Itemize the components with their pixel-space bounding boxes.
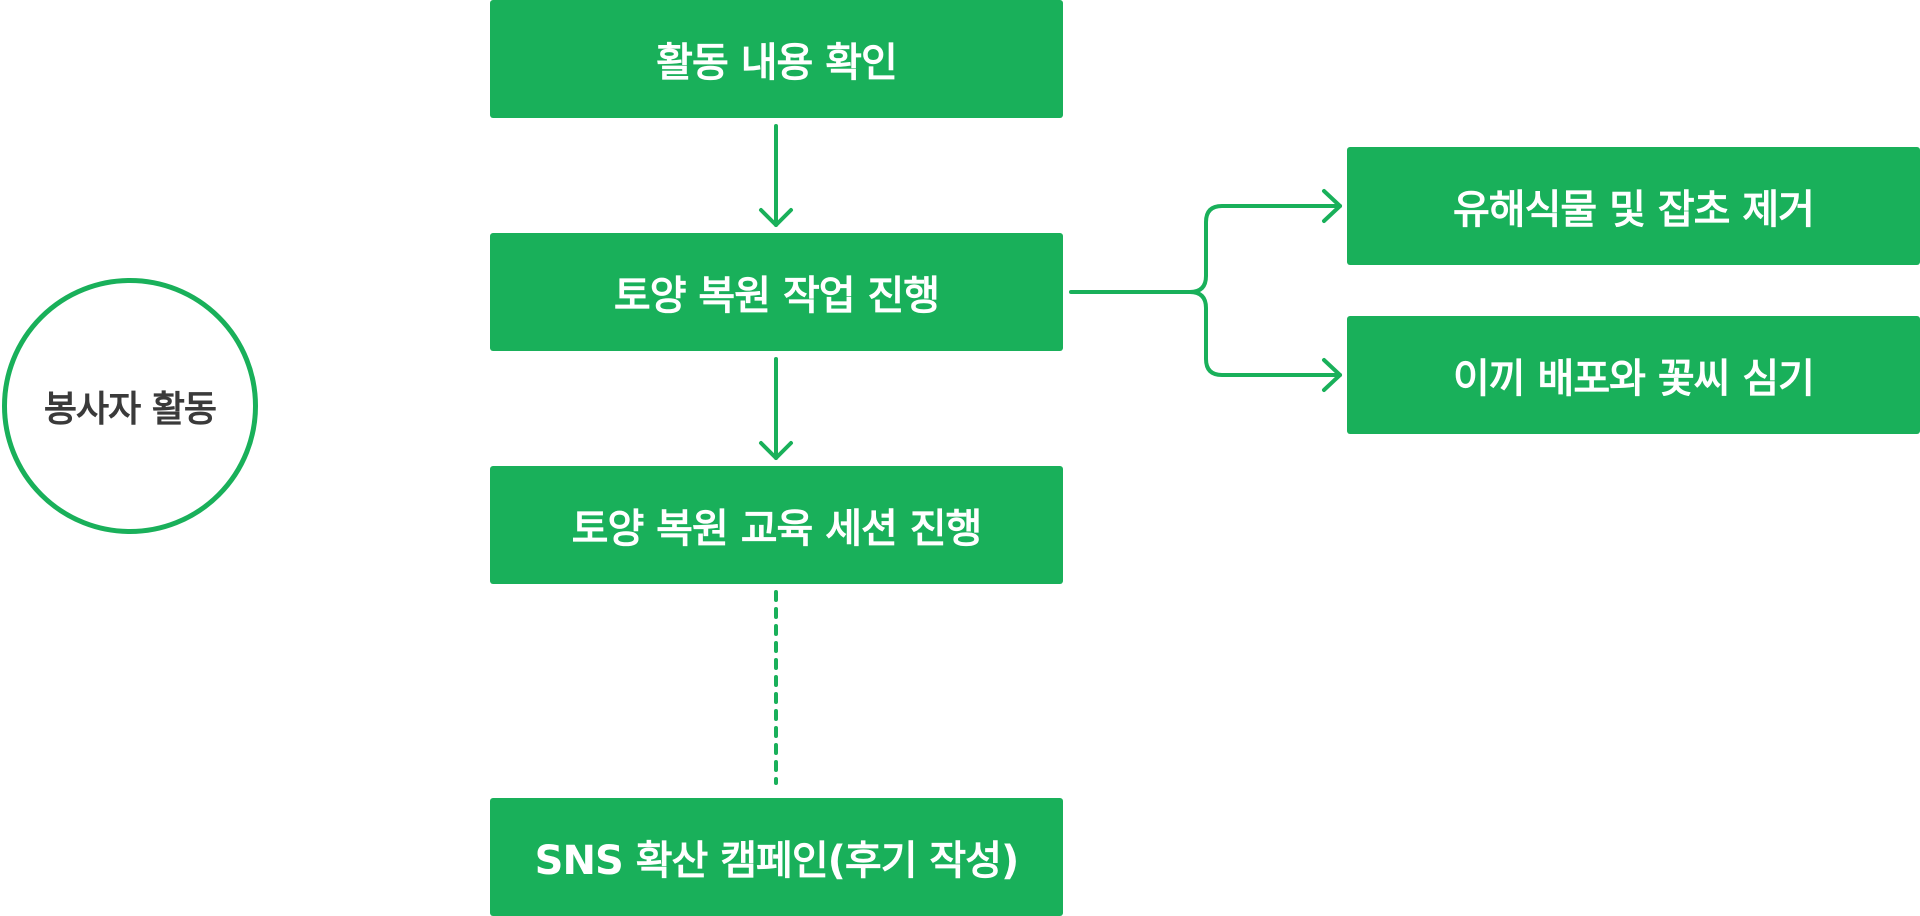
arrowhead-step2 [759,208,793,227]
root-node-label: 봉사자 활동 [43,389,217,430]
step-label-soil-education-session: 토양 복원 교육 세션 진행 [571,506,983,552]
step-box-soil-restoration-work: 토양 복원 작업 진행 [490,233,1063,351]
branch-box-weed-removal: 유해식물 및 잡초 제거 [1347,147,1920,265]
arrowhead-branch-lower [1322,358,1342,392]
root-node-circle: 봉사자 활동 [2,278,258,534]
step-label-sns-campaign: SNS 확산 캠페인(후기 작성) [534,838,1020,884]
step-box-sns-campaign: SNS 확산 캠페인(후기 작성) [490,798,1063,916]
branch-connector-upper [1188,204,1342,294]
branch-label-weed-removal: 유해식물 및 잡초 제거 [1453,187,1815,233]
step-box-soil-education-session: 토양 복원 교육 세션 진행 [490,466,1063,584]
branch-connector-lower [1188,290,1342,377]
arrowhead-branch-upper [1322,189,1342,223]
step-label-soil-restoration-work: 토양 복원 작업 진행 [613,273,940,319]
arrowhead-step3 [759,441,793,460]
step-box-confirm-activity: 활동 내용 확인 [490,0,1063,118]
branch-box-moss-and-seeds: 이끼 배포와 꽃씨 심기 [1347,316,1920,434]
branch-label-moss-and-seeds: 이끼 배포와 꽃씨 심기 [1453,356,1815,402]
step-label-confirm-activity: 활동 내용 확인 [656,40,898,86]
